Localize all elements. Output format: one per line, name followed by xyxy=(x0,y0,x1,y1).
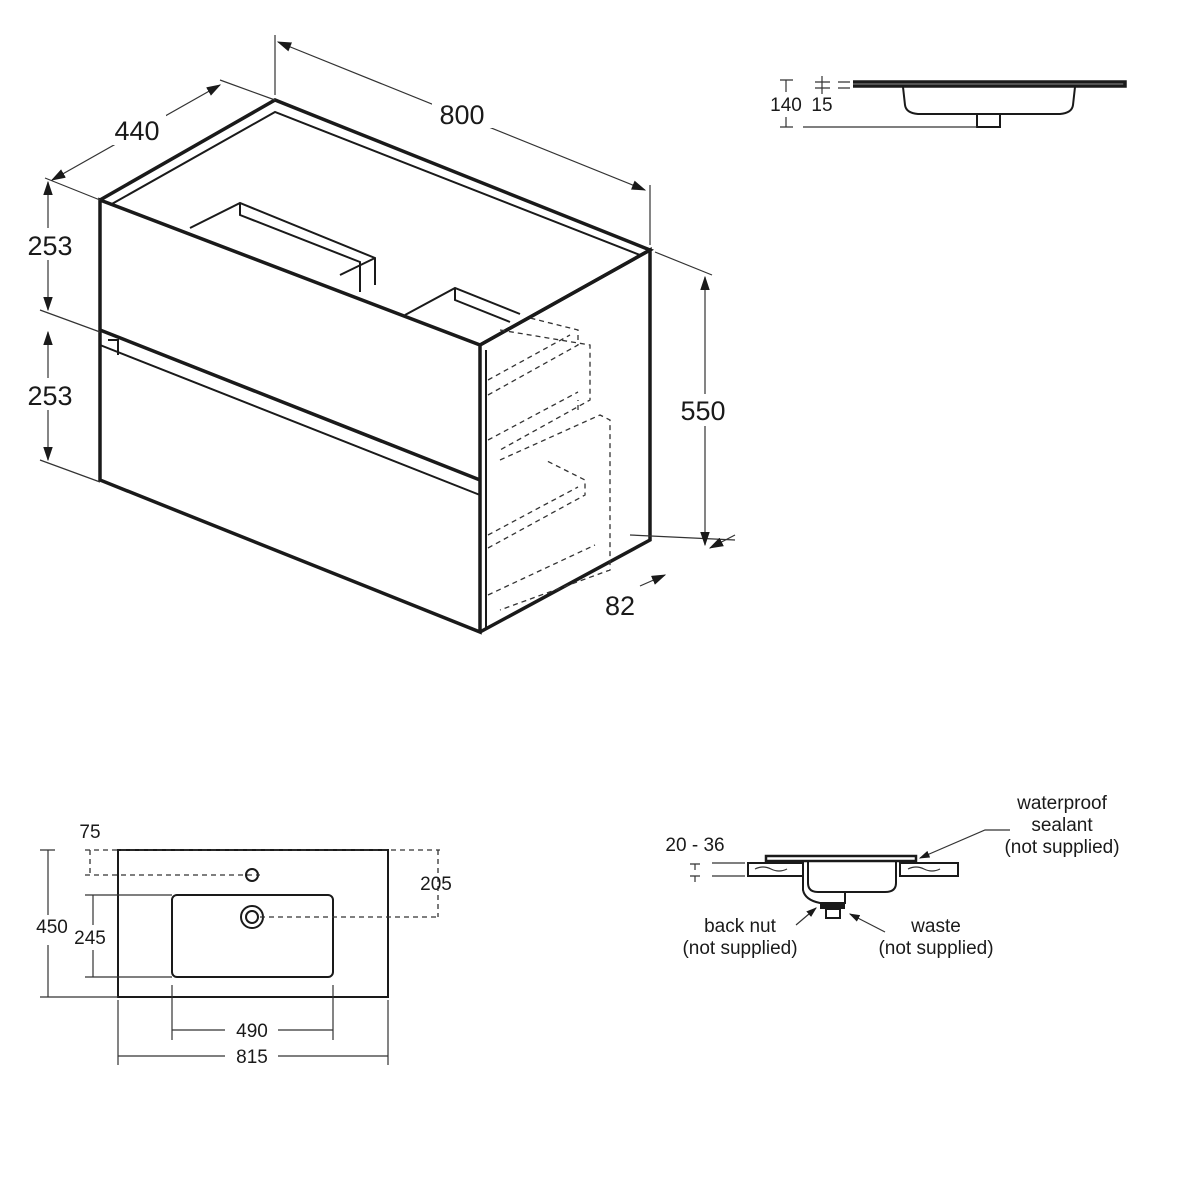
dim-basin-width: 815 xyxy=(236,1047,268,1068)
waste-label-2: (not supplied) xyxy=(878,938,993,959)
hidden-drawer-bottom xyxy=(487,400,611,611)
dim-width: 800 xyxy=(439,100,484,130)
dim-basin-depth: 450 xyxy=(36,917,68,938)
sealant-label-3: (not supplied) xyxy=(1004,837,1119,858)
sealant-label-1: waterproof xyxy=(1016,793,1107,814)
dim-tap-offset: 75 xyxy=(79,822,100,843)
dim-bowl-width: 490 xyxy=(236,1021,268,1042)
basin-plan-view: 75 205 450 245 490 815 xyxy=(36,822,452,1068)
waste-hole xyxy=(240,905,264,929)
back-nut-label-2: (not supplied) xyxy=(682,938,797,959)
dim-side-offset: 82 xyxy=(605,591,635,621)
drawer-split-line xyxy=(99,328,481,482)
installation-section: 20 - 36 waterproof sealant (not supplied… xyxy=(665,793,1119,959)
waste-fitting xyxy=(825,908,841,919)
hidden-drawer-top xyxy=(487,317,591,451)
dim-rim-thickness: 15 xyxy=(811,95,832,116)
basin-rim xyxy=(764,854,918,863)
waste-label-1: waste xyxy=(910,916,961,937)
worktop-left xyxy=(747,862,804,877)
dim-depth: 440 xyxy=(114,116,159,146)
sealant-label-2: sealant xyxy=(1031,815,1093,836)
back-nut-label-1: back nut xyxy=(704,916,777,937)
inner-compartment-right xyxy=(404,286,521,323)
back-nut xyxy=(820,903,845,909)
dim-tap-to-waste: 205 xyxy=(420,874,452,895)
worktop-right xyxy=(899,862,959,877)
dim-total-height: 550 xyxy=(680,396,725,426)
dim-bottom-drawer-height: 253 xyxy=(27,381,72,411)
dim-worktop-thickness: 20 - 36 xyxy=(665,835,724,856)
basin-outline xyxy=(117,849,389,998)
dim-basin-height: 140 xyxy=(770,95,802,116)
basin-bowl xyxy=(171,894,334,978)
inner-compartment-left xyxy=(189,201,376,292)
basin-side-view: 140 15 xyxy=(770,76,1127,128)
cabinet-front-face xyxy=(98,197,482,635)
dim-top-drawer-height: 253 xyxy=(27,231,72,261)
cabinet-top-edges xyxy=(99,98,655,347)
cabinet-isometric: 800 440 253 253 550 82 xyxy=(20,35,736,635)
dim-bowl-depth: 245 xyxy=(74,928,106,949)
